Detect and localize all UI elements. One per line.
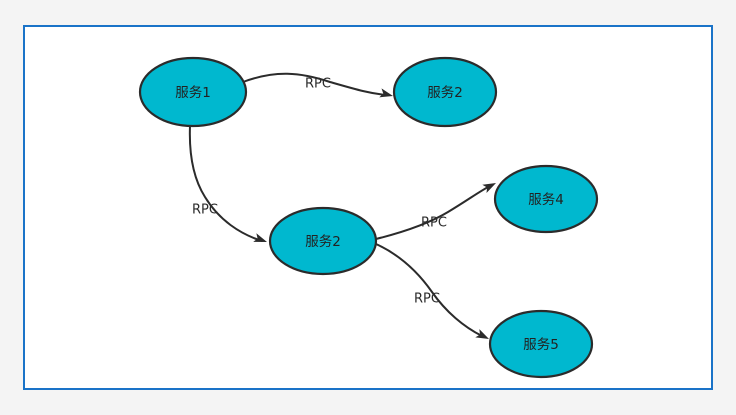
node-n4[interactable]: 服务4 <box>493 164 599 234</box>
node-n1[interactable]: 服务1 <box>138 56 248 128</box>
node-label: 服务4 <box>528 192 564 208</box>
node-label: 服务5 <box>523 337 559 353</box>
nodes-layer: 服务1 服务2 服务2 服务4 服务5 <box>138 56 599 379</box>
edge-n3-to-n4: RPC <box>375 183 496 240</box>
node-shape[interactable] <box>493 164 599 234</box>
arrow-head-icon <box>475 329 489 339</box>
node-n2[interactable]: 服务2 <box>392 56 498 128</box>
node-shape[interactable] <box>488 309 594 379</box>
edge-n3-to-n5: RPC <box>375 243 489 339</box>
edge-path <box>375 185 491 240</box>
node-label: 服务2 <box>305 234 341 250</box>
node-label: 服务2 <box>427 85 463 101</box>
edge-label: RPC <box>414 292 440 307</box>
node-shape[interactable] <box>138 56 248 128</box>
edges-layer: RPC RPC RPC RPC <box>188 72 496 339</box>
arrow-head-icon <box>379 88 393 98</box>
edge-label: RPC <box>192 203 218 218</box>
edge-n1-to-n3: RPC <box>188 125 267 242</box>
node-n3[interactable]: 服务2 <box>268 206 378 276</box>
node-n5[interactable]: 服务5 <box>488 309 594 379</box>
arrow-head-icon <box>482 183 496 194</box>
edge-path <box>375 243 483 337</box>
edge-path <box>242 72 387 96</box>
node-shape[interactable] <box>392 56 498 128</box>
diagram-canvas-frame <box>23 25 713 390</box>
node-label: 服务1 <box>175 85 211 101</box>
arrow-head-icon <box>253 233 267 242</box>
edge-n1-to-n2: RPC <box>242 72 393 98</box>
edge-path <box>188 125 263 242</box>
edge-label: RPC <box>421 216 447 231</box>
node-shape[interactable] <box>268 206 378 276</box>
edge-label: RPC <box>305 77 331 92</box>
